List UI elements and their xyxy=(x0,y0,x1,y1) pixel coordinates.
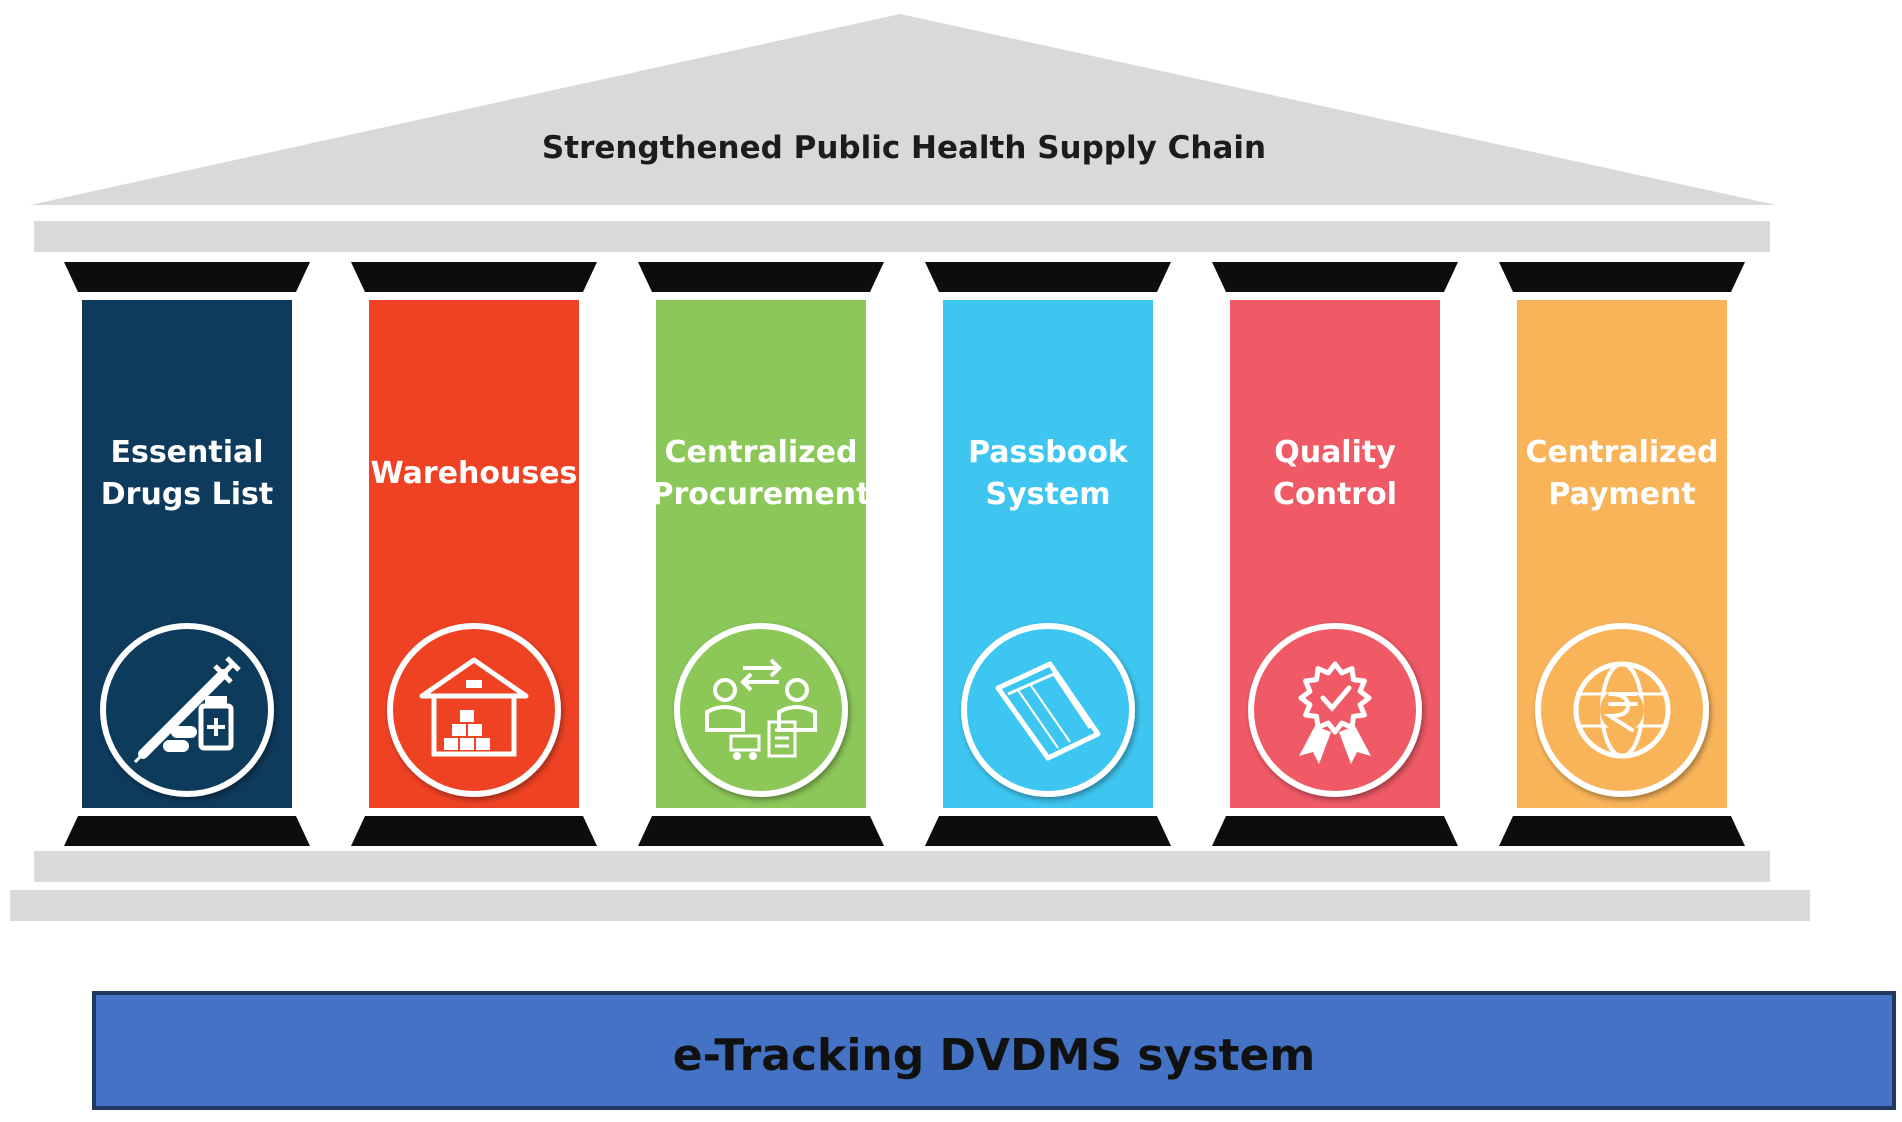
foundation-label: e-Tracking DVDMS system xyxy=(673,1030,1315,1081)
passbook-icon xyxy=(961,623,1135,797)
pillar-label-line: Control xyxy=(1273,477,1397,512)
award-badge-icon xyxy=(1248,623,1422,797)
pillar-label-line: Warehouses xyxy=(371,456,578,491)
pillar-label-line: Centralized xyxy=(1526,435,1719,470)
pillar-label-line: Passbook xyxy=(968,435,1129,470)
pillar-base xyxy=(64,816,310,846)
warehouse-icon xyxy=(387,623,561,797)
pillar-label-line: Procurement xyxy=(652,477,871,512)
syringe-medicine-icon xyxy=(100,623,274,797)
roof xyxy=(30,14,1776,205)
pillar-base xyxy=(1499,816,1745,846)
pillar-label-line: Centralized xyxy=(665,435,858,470)
pillar-2: Warehouses xyxy=(351,262,597,846)
pillar-capital xyxy=(925,262,1171,292)
pillar-capital xyxy=(1499,262,1745,292)
globe-rupee-icon xyxy=(1535,623,1709,797)
pillar-capital xyxy=(64,262,310,292)
pillar-label-line: Quality xyxy=(1274,435,1396,470)
pillar-label-line: System xyxy=(986,477,1111,512)
pillar-label-line: Drugs List xyxy=(101,477,273,512)
pillar-capital xyxy=(1212,262,1458,292)
base-step xyxy=(10,890,1810,921)
roof-title: Strengthened Public Health Supply Chain xyxy=(542,130,1266,166)
pillar-label-line: Essential xyxy=(110,435,263,470)
top-beam xyxy=(34,221,1770,252)
procurement-exchange-icon xyxy=(674,623,848,797)
pillar-capital xyxy=(638,262,884,292)
pillar-base xyxy=(1212,816,1458,846)
pillar-label-line: Payment xyxy=(1548,477,1695,512)
bottom-beam xyxy=(34,851,1770,882)
pillar-base xyxy=(638,816,884,846)
foundation-bar xyxy=(92,991,1896,1110)
pillar-base xyxy=(925,816,1171,846)
pillar-base xyxy=(351,816,597,846)
pillar-capital xyxy=(351,262,597,292)
